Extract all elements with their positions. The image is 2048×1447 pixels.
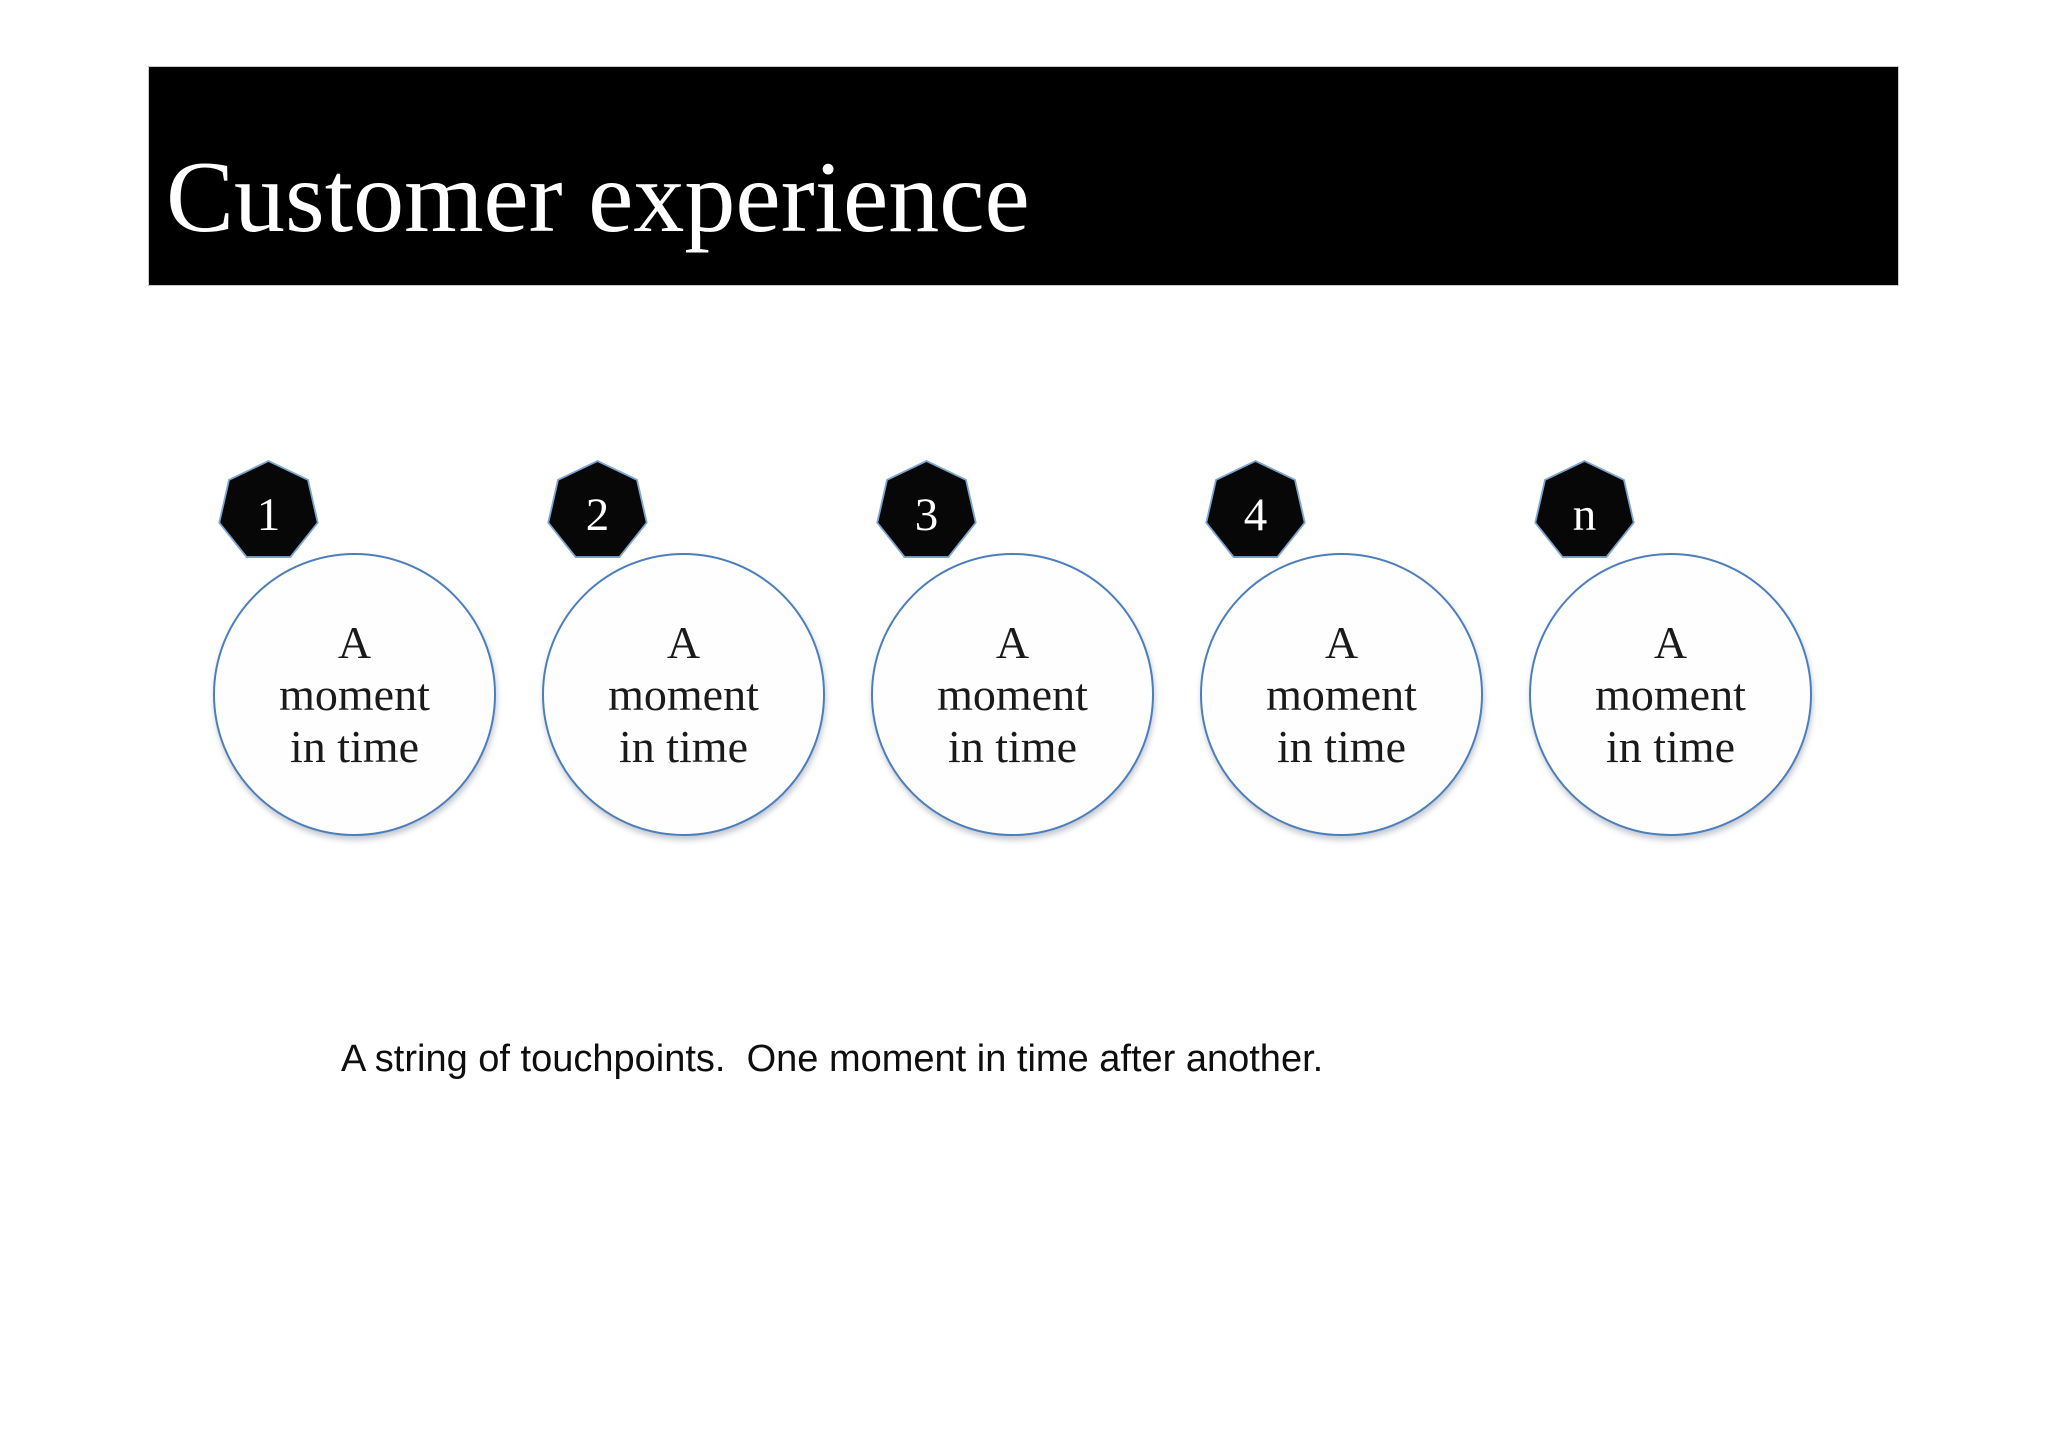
moment-label: A moment in time <box>608 616 759 772</box>
step-badge-heptagon-3: 3 <box>876 460 977 558</box>
touchpoint-item-1: 1 A moment in time <box>213 460 496 837</box>
moment-label: A moment in time <box>1595 616 1746 772</box>
badge-fill-shape: 1 <box>220 462 317 557</box>
touchpoint-item-3: 3 A moment in time <box>871 460 1154 837</box>
moment-circle-1: A moment in time <box>213 553 496 836</box>
badge-number: 2 <box>585 488 610 541</box>
step-badge-heptagon-1: 1 <box>218 460 319 558</box>
moment-label: A moment in time <box>1266 616 1417 772</box>
step-badge-heptagon-n: n <box>1534 460 1635 558</box>
badge-fill-shape: 4 <box>1207 462 1304 557</box>
touchpoint-row: 1 A moment in time 2 A moment in time 3 <box>213 460 1812 837</box>
moment-label: A moment in time <box>937 616 1088 772</box>
moment-circle-n: A moment in time <box>1529 553 1812 836</box>
caption-text: A string of touchpoints. One moment in t… <box>341 1038 1324 1080</box>
badge-fill-shape: 3 <box>878 462 975 557</box>
slide-title: Customer experience <box>166 141 1030 254</box>
step-badge-heptagon-4: 4 <box>1205 460 1306 558</box>
moment-circle-3: A moment in time <box>871 553 1154 836</box>
badge-fill-shape: n <box>1536 462 1633 557</box>
moment-label: A moment in time <box>279 616 430 772</box>
moment-circle-4: A moment in time <box>1200 553 1483 836</box>
badge-fill-shape: 2 <box>549 462 646 557</box>
title-banner: Customer experience <box>148 66 1899 286</box>
moment-circle-2: A moment in time <box>542 553 825 836</box>
touchpoint-item-2: 2 A moment in time <box>542 460 825 837</box>
step-badge-heptagon-2: 2 <box>547 460 648 558</box>
touchpoint-item-n: n A moment in time <box>1529 460 1812 837</box>
badge-number: 4 <box>1243 488 1268 541</box>
badge-number: n <box>1572 488 1597 541</box>
touchpoint-item-4: 4 A moment in time <box>1200 460 1483 837</box>
badge-number: 3 <box>914 488 939 541</box>
badge-number: 1 <box>256 488 281 541</box>
